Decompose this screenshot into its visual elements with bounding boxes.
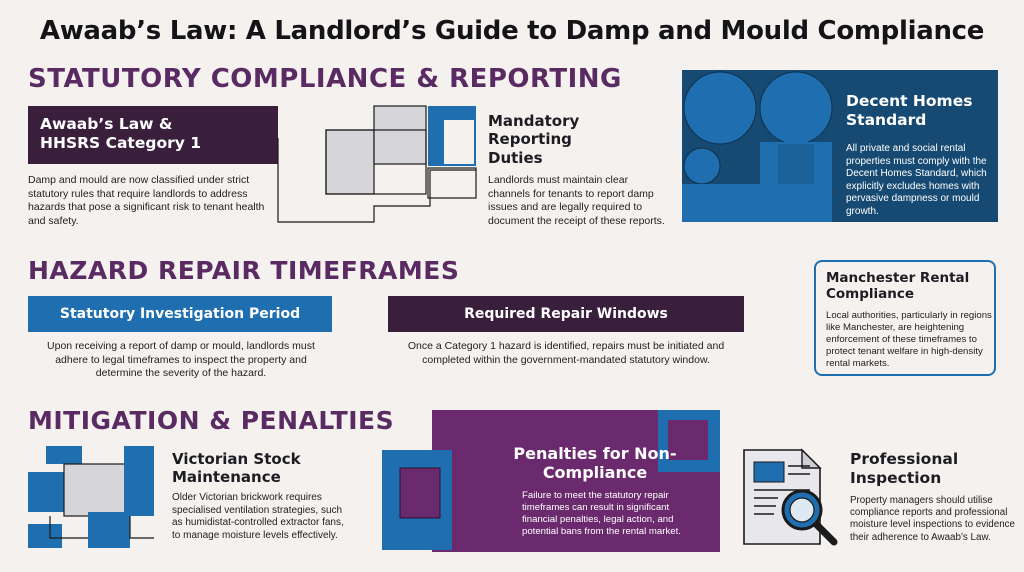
repair-text: Once a Category 1 hazard is identified, … [407, 340, 725, 366]
section-heading-mitigation: MITIGATION & PENALTIES [28, 406, 395, 435]
awaab-title-line1: Awaab’s Law & [40, 115, 173, 133]
decent-homes-text: All private and social rental properties… [846, 143, 987, 217]
awaab-title-box: Awaab’s Law & HHSRS Category 1 [28, 106, 278, 164]
penalties-graphic [382, 410, 720, 552]
section-heading-timeframes: HAZARD REPAIR TIMEFRAMES [28, 256, 460, 285]
section-heading-statutory: STATUTORY COMPLIANCE & REPORTING [28, 64, 622, 94]
victorian-title: Victorian Stock Maintenance [172, 450, 301, 486]
reporting-title: Mandatory Reporting Duties [488, 112, 580, 167]
inspection-text: Property managers should utilise complia… [850, 495, 1016, 543]
manchester-card: Manchester Rental Compliance Local autho… [814, 260, 996, 376]
investigation-text: Upon receiving a report of damp or mould… [47, 340, 315, 380]
awaab-title-line2: HHSRS Category 1 [40, 133, 202, 152]
document-search-icon [743, 448, 838, 546]
penalties-text: Failure to meet the statutory repair tim… [522, 490, 681, 537]
main-title: Awaab’s Law: A Landlord’s Guide to Damp … [39, 16, 985, 46]
awaab-text: Damp and mould are now classified under … [28, 174, 265, 227]
manchester-text: Local authorities, particularly in regio… [826, 310, 992, 369]
repair-banner: Required Repair Windows [388, 296, 744, 332]
manchester-title: Manchester Rental Compliance [826, 270, 970, 303]
decent-homes-title: Decent Homes Standard [846, 92, 973, 129]
penalties-title: Penalties for Non-Compliance [513, 444, 677, 483]
victorian-bricks-graphic [28, 446, 154, 548]
statutory-diagram-graphic [277, 105, 477, 223]
decent-homes-graphic [682, 71, 833, 222]
victorian-text: Older Victorian brickwork requires speci… [172, 492, 344, 541]
inspection-title: Professional Inspection [850, 450, 959, 487]
reporting-text: Landlords must maintain clear channels f… [488, 174, 665, 227]
investigation-banner: Statutory Investigation Period [28, 296, 332, 332]
